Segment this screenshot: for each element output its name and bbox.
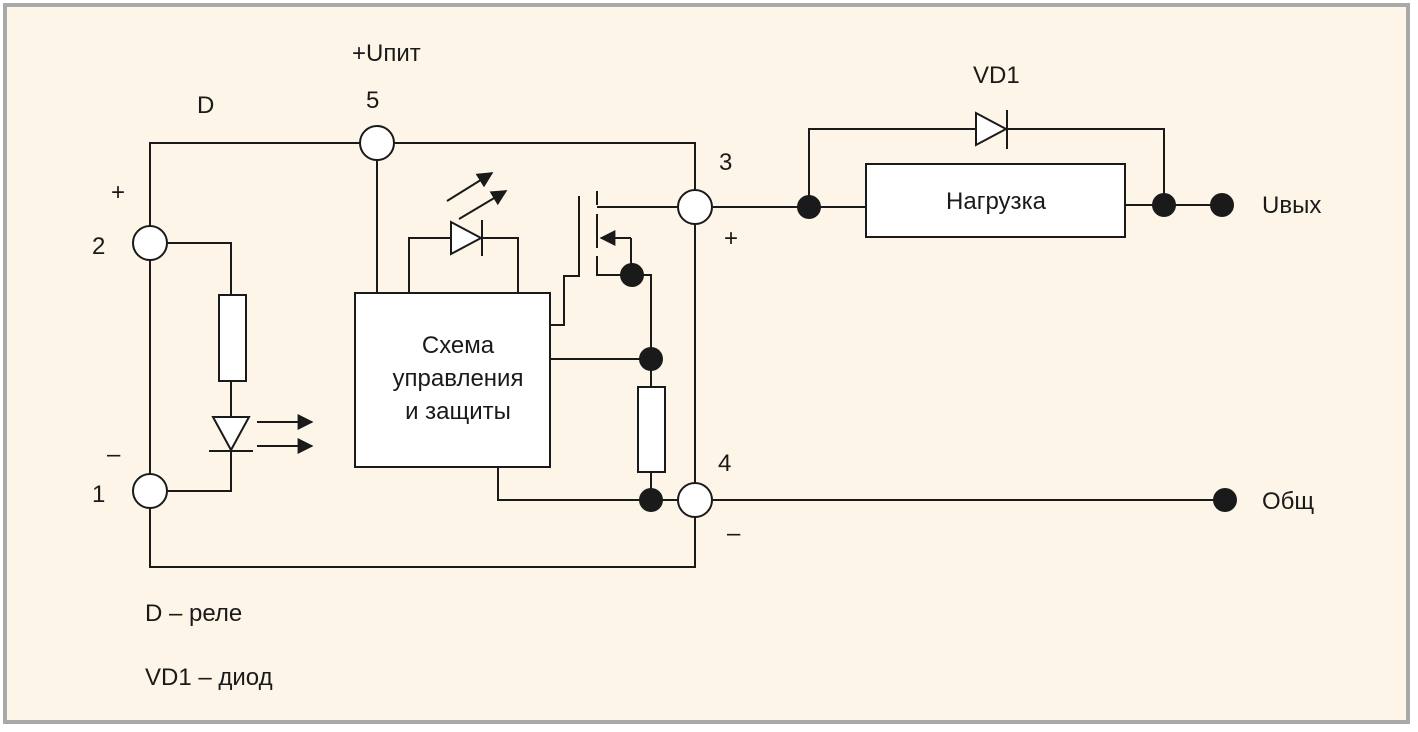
supply-and-control: Схема управления и защиты (354, 160, 551, 468)
load-label: Нагрузка (946, 188, 1047, 215)
junction-source (620, 263, 644, 287)
pin-2-polarity: + (111, 179, 125, 206)
pin-4-polarity: – (727, 520, 741, 547)
pin-2-label: 2 (92, 233, 105, 260)
junction-load-left (797, 195, 821, 219)
external-circuit: Нагрузка (713, 110, 1237, 512)
pin-3-label: 3 (719, 149, 732, 176)
junction-ground (639, 488, 663, 512)
photodiode-icon (450, 220, 484, 256)
diode-icon (975, 110, 1009, 149)
pin-5-label: 5 (366, 87, 379, 114)
terminal-4 (677, 482, 713, 518)
pin-1-polarity: – (107, 441, 121, 468)
wire-block-to-gate (550, 196, 580, 326)
junction-control (639, 347, 663, 371)
load-box (865, 163, 1126, 238)
control-block-line-3: и защиты (405, 398, 511, 425)
wire-led-to-pin1 (167, 451, 232, 492)
output-switch (497, 191, 678, 512)
terminal-2 (132, 225, 168, 261)
control-block-line-2: управления (393, 365, 524, 392)
photo-emitter-arrows-icon (257, 414, 314, 454)
supply-label: +Uпит (352, 40, 421, 67)
diode-label: VD1 (973, 62, 1020, 89)
pin-1-label: 1 (92, 481, 105, 508)
wire-block-to-pin4 (497, 467, 678, 501)
pin-4-label: 4 (718, 450, 731, 477)
pin-3-polarity: + (724, 225, 738, 252)
output-terminal (1210, 193, 1234, 217)
legend-relay: D – реле (145, 600, 242, 627)
wire-pin2-to-resistor (167, 242, 232, 295)
relay-outline (149, 142, 696, 568)
terminal-5 (359, 125, 395, 161)
legend-diode: VD1 – диод (145, 664, 273, 691)
relay-terminals (132, 125, 713, 518)
terminal-1 (132, 473, 168, 509)
relay-name-label: D (197, 92, 214, 119)
control-block-line-1: Схема (422, 332, 495, 359)
shunt-resistor-icon (637, 386, 666, 473)
wire-diode-left (808, 128, 976, 207)
input-resistor-icon (218, 294, 247, 382)
control-block (354, 292, 551, 468)
junction-load-right (1152, 193, 1176, 217)
photo-receiver-arrows-icon (446, 172, 508, 220)
wire-diode-right (1008, 128, 1165, 205)
output-label: Uвых (1262, 192, 1321, 219)
common-terminal (1213, 488, 1237, 512)
input-circuit (167, 242, 314, 492)
common-label: Общ (1262, 488, 1314, 515)
terminal-3 (677, 189, 713, 225)
